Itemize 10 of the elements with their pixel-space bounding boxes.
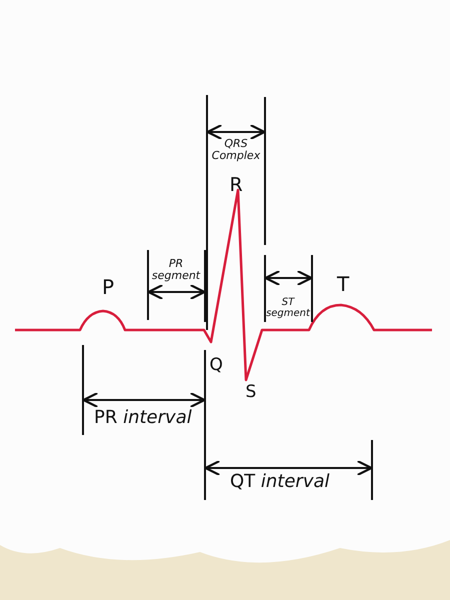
wave-label: T xyxy=(337,273,350,295)
wave-label: R xyxy=(230,175,243,196)
wave-label: P xyxy=(102,276,114,298)
interval-label: PR interval xyxy=(94,408,192,428)
interval-label: QRS Complex xyxy=(211,138,261,162)
interval-label: QT interval xyxy=(230,472,330,492)
interval-label: ST segment xyxy=(266,297,310,319)
interval-label: PR segment xyxy=(151,258,201,282)
wave-label: S xyxy=(246,383,256,402)
wave-label: Q xyxy=(210,356,223,375)
